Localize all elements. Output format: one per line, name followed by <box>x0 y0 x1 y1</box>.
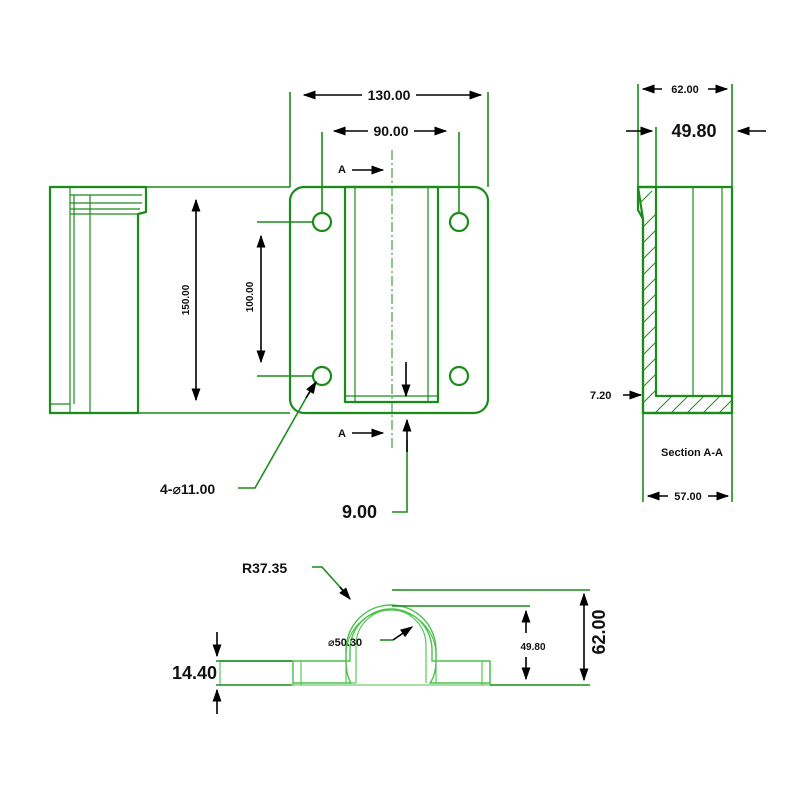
dim-hole-spacing-x: 90.00 <box>321 123 460 212</box>
dim-label-7-20: 7.20 <box>590 390 611 402</box>
dim-section-base: 7.20 <box>590 390 643 402</box>
hole-bottom-right <box>448 365 470 387</box>
dim-section-top-width: 62.00 <box>637 84 733 187</box>
dim-label-bore: ⌀50.30 <box>328 637 362 649</box>
dim-slot-wall: 9.00 <box>342 362 412 522</box>
dim-section-bottom-width: 57.00 <box>642 413 733 503</box>
dim-label-9: 9.00 <box>342 502 377 522</box>
section-marker-label-bottom: A <box>338 428 346 440</box>
dim-flange-thickness: 14.40 <box>172 632 292 714</box>
section-title: Section A-A <box>661 447 723 459</box>
dim-height-side: 62.00 <box>392 589 609 686</box>
dim-label-57: 57.00 <box>674 491 702 503</box>
hole-top-left <box>311 211 333 233</box>
dim-label-62-side: 62.00 <box>589 609 609 654</box>
dim-bore: ⌀50.30 <box>328 626 414 649</box>
section-marker-top: A <box>338 164 385 176</box>
dim-label-radius: R37.35 <box>242 560 287 576</box>
dim-label-49-80-side: 49.80 <box>520 642 545 653</box>
dim-inner-height-side: 49.80 <box>392 605 546 681</box>
dim-top-width: 130.00 <box>289 87 489 187</box>
dim-section-inner: 49.80 <box>626 121 766 187</box>
dim-label-holes: 4-⌀11.00 <box>160 481 215 497</box>
side-view-left <box>48 185 148 415</box>
dim-label-130: 130.00 <box>368 87 411 103</box>
dim-height: 150.00 <box>138 186 290 414</box>
front-view <box>288 150 490 450</box>
dim-label-49-80: 49.80 <box>671 121 716 141</box>
dim-label-150: 150.00 <box>181 284 192 315</box>
dim-label-62-top: 62.00 <box>671 84 699 96</box>
dim-radius: R37.35 <box>242 560 351 600</box>
section-hatching <box>639 190 733 414</box>
section-marker-bottom: A <box>338 428 385 440</box>
dim-label-14-40: 14.40 <box>172 663 217 683</box>
hole-top-right <box>448 211 470 233</box>
end-view <box>219 604 491 686</box>
section-marker-label-top: A <box>338 164 346 176</box>
hole-bottom-left <box>311 365 333 387</box>
dim-label-90: 90.00 <box>373 123 408 139</box>
section-view <box>636 185 734 415</box>
dim-label-100: 100.00 <box>245 281 256 312</box>
dim-hole-spacing-y: 100.00 <box>245 221 312 377</box>
dim-holes-leader: 4-⌀11.00 <box>160 380 317 497</box>
